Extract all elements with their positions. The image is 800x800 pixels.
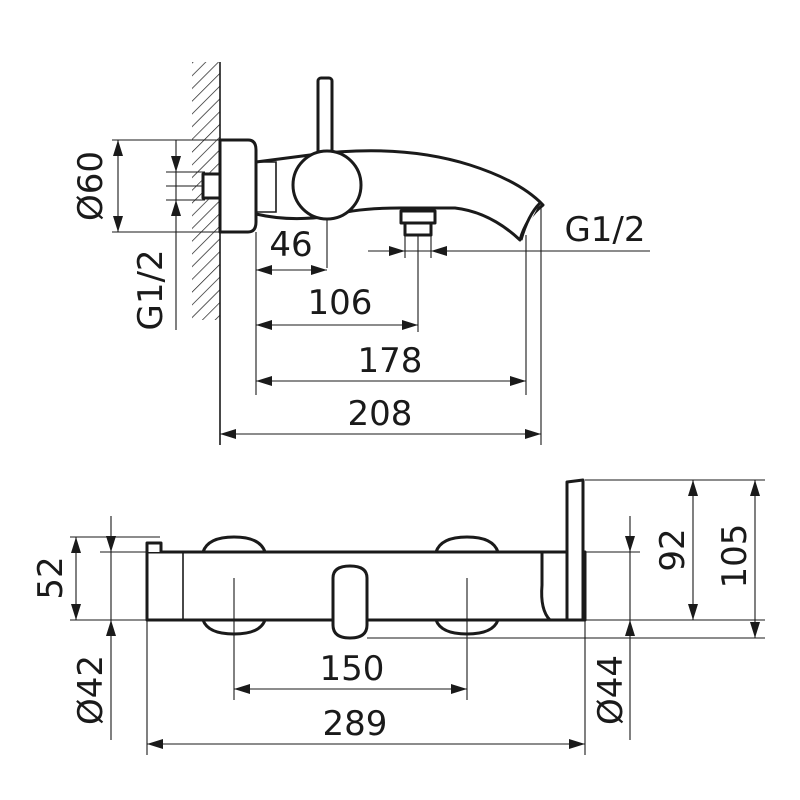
dim-92-arrow-top [688, 480, 698, 496]
cartridge-circle [291, 149, 363, 221]
dim-44-arrow-top [625, 536, 635, 552]
dim-44-label: Ø44 [591, 655, 631, 725]
dim-92-label: 92 [653, 528, 693, 571]
dim-106-label: 106 [308, 283, 373, 323]
dim-g12l-label: G1/2 [131, 249, 171, 330]
dim-g12l-arrow-top [171, 156, 181, 172]
dim-208-label: 208 [348, 394, 413, 434]
dim-52-arrow-bottom [71, 604, 81, 620]
dim-46-arrow-right [311, 265, 327, 275]
dim-178-label: 178 [358, 341, 423, 381]
front-view-dimensions: 52 Ø42 150 289 Ø44 92 [31, 479, 765, 755]
front-spout [331, 564, 369, 640]
dim-178-arrow-right [510, 376, 526, 386]
dim-52-arrow-top [71, 537, 81, 553]
dim-60-arrow-top [113, 140, 123, 156]
dim-46-arrow-left [256, 265, 272, 275]
left-cover [201, 535, 267, 636]
body-step [256, 161, 277, 213]
dim-46-label: 46 [269, 225, 312, 265]
dim-178-arrow-left [256, 376, 272, 386]
dim-289-label: 289 [323, 704, 388, 744]
dim-289-arrow-left [147, 739, 163, 749]
dim-g12r-label: G1/2 [564, 210, 645, 250]
dim-92-arrow-bottom [688, 604, 698, 620]
dim-42-arrow-bottom [106, 620, 116, 636]
lever-handle [316, 76, 334, 158]
dim-208-arrow-right [525, 429, 541, 439]
dim-g12r-arrow-left [389, 246, 405, 256]
dim-105-arrow-top [750, 480, 760, 496]
dim-105-label: 105 [715, 524, 755, 589]
dim-g12l-arrow-bottom [171, 200, 181, 216]
dim-150-arrow-left [234, 684, 250, 694]
dim-g12r-arrow-right [431, 246, 447, 256]
dim-150-label: 150 [320, 649, 385, 689]
dim-208-arrow-left [220, 429, 236, 439]
inlet-connector [201, 172, 222, 200]
dim-106-arrow-left [256, 320, 272, 330]
dim-106-arrow-right [402, 320, 418, 330]
dim-42-arrow-top [106, 536, 116, 552]
dim-60-arrow-bottom [113, 216, 123, 232]
front-lever [565, 478, 585, 622]
shower-outlet-top [399, 209, 437, 225]
dim-289-arrow-right [569, 739, 585, 749]
spout-outlet [519, 201, 542, 241]
side-view-dimensions: Ø60 G1/2 46 G1/2 106 178 [71, 139, 650, 445]
dim-150-arrow-right [451, 684, 467, 694]
dim-52-label: 52 [31, 556, 71, 599]
lever-base [540, 550, 569, 622]
dim-44-arrow-bottom [625, 620, 635, 636]
side-view [166, 62, 545, 445]
front-view [145, 478, 587, 640]
left-end-cap [145, 541, 163, 552]
wall-rosette [218, 138, 258, 234]
dim-42-label: Ø42 [71, 655, 111, 725]
shower-outlet-thread [403, 221, 433, 237]
dim-60-label: Ø60 [71, 151, 111, 221]
dim-105-arrow-bottom [750, 622, 760, 638]
